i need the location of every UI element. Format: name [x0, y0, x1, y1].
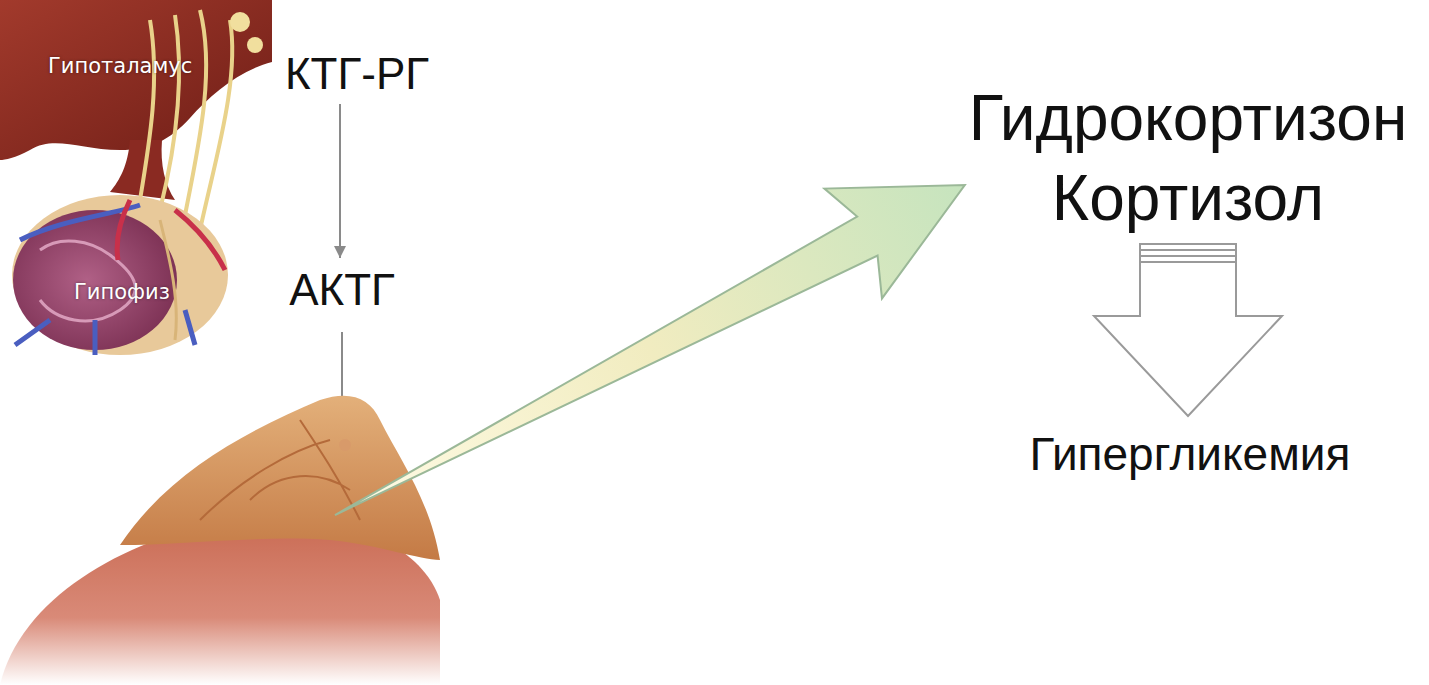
- flow-arrow: [1094, 244, 1282, 416]
- organ-label: Гипоталамус: [48, 54, 192, 78]
- node-text: Гидрокортизон Кортизол: [948, 78, 1428, 238]
- effect-box: Гипергликемия: [985, 424, 1395, 484]
- hormone-label: КТГ-РГ: [262, 46, 452, 102]
- organ-label: Гипофиз: [74, 280, 170, 304]
- node-text: КТГ-РГ: [262, 46, 452, 102]
- pituitary-drawing: [12, 195, 228, 355]
- secretion-arrow: [306, 130, 993, 570]
- hormone-label: АКТГ: [262, 262, 422, 318]
- node-text: АКТГ: [262, 262, 422, 318]
- hypothalamus-drawing: [0, 0, 272, 230]
- adrenal-kidney-drawing: [0, 396, 440, 685]
- node-text: Гипергликемия: [985, 424, 1395, 484]
- hormone-box: Гидрокортизон Кортизол: [948, 78, 1428, 238]
- flow-arrow: [334, 104, 346, 258]
